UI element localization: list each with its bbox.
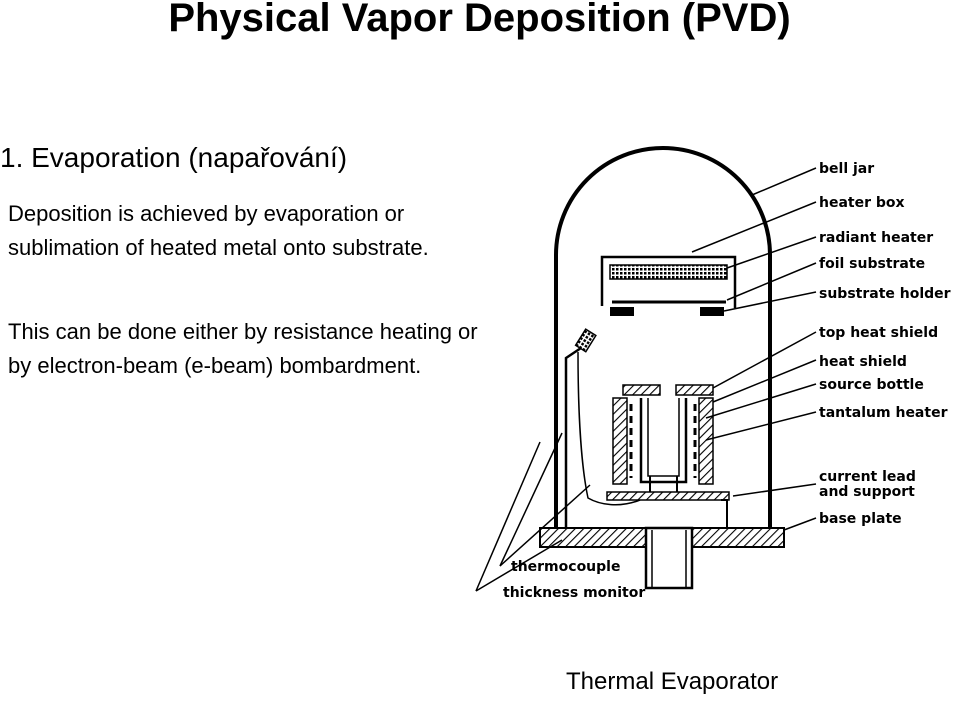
substrate-holder-left	[610, 307, 634, 316]
label-radiant-heater: radiant heater	[819, 230, 933, 246]
label-top-heat-shield: top heat shield	[819, 325, 938, 341]
label-substrate-holder: substrate holder	[819, 286, 951, 302]
label-bell-jar: bell jar	[819, 161, 874, 177]
top-heat-shield-right	[675, 384, 714, 396]
label-heater-box: heater box	[819, 195, 905, 211]
paragraph-methods: This can be done either by resistance he…	[8, 319, 478, 378]
label-and-support: and support	[819, 484, 915, 500]
bell-jar	[554, 146, 772, 528]
source-bottle	[639, 398, 688, 484]
label-heat-shield: heat shield	[819, 354, 907, 370]
thermal-evaporator-diagram: bell jar heater box radiant heater foil …	[475, 146, 951, 601]
radiant-heater	[609, 264, 728, 280]
label-thermocouple: thermocouple	[511, 559, 620, 575]
label-thickness-monitor: thickness monitor	[503, 585, 645, 601]
label-foil-substrate: foil substrate	[819, 256, 925, 272]
label-current-lead: current lead	[819, 469, 916, 485]
substrate-holder-right	[700, 307, 724, 316]
paragraph-deposition: Deposition is achieved by evaporation or…	[8, 201, 429, 260]
top-heat-shield-left	[622, 384, 661, 396]
diagram-caption: Thermal Evaporator	[566, 668, 779, 695]
thermocouple-wire	[577, 351, 641, 506]
heat-shield-right	[698, 397, 714, 485]
label-source-bottle: source bottle	[819, 377, 924, 393]
heat-shield-left	[612, 397, 628, 485]
label-tantalum-heater: tantalum heater	[819, 405, 948, 421]
current-lead-support	[606, 491, 730, 501]
thickness-monitor-head	[574, 328, 597, 353]
exhaust-pipe	[644, 526, 694, 590]
heater-box	[600, 255, 737, 308]
section-heading: 1. Evaporation (napařování)	[0, 142, 348, 173]
thickness-monitor-probe	[564, 346, 582, 528]
label-base-plate: base plate	[819, 511, 902, 527]
slide-title: Physical Vapor Deposition (PVD)	[168, 0, 791, 40]
